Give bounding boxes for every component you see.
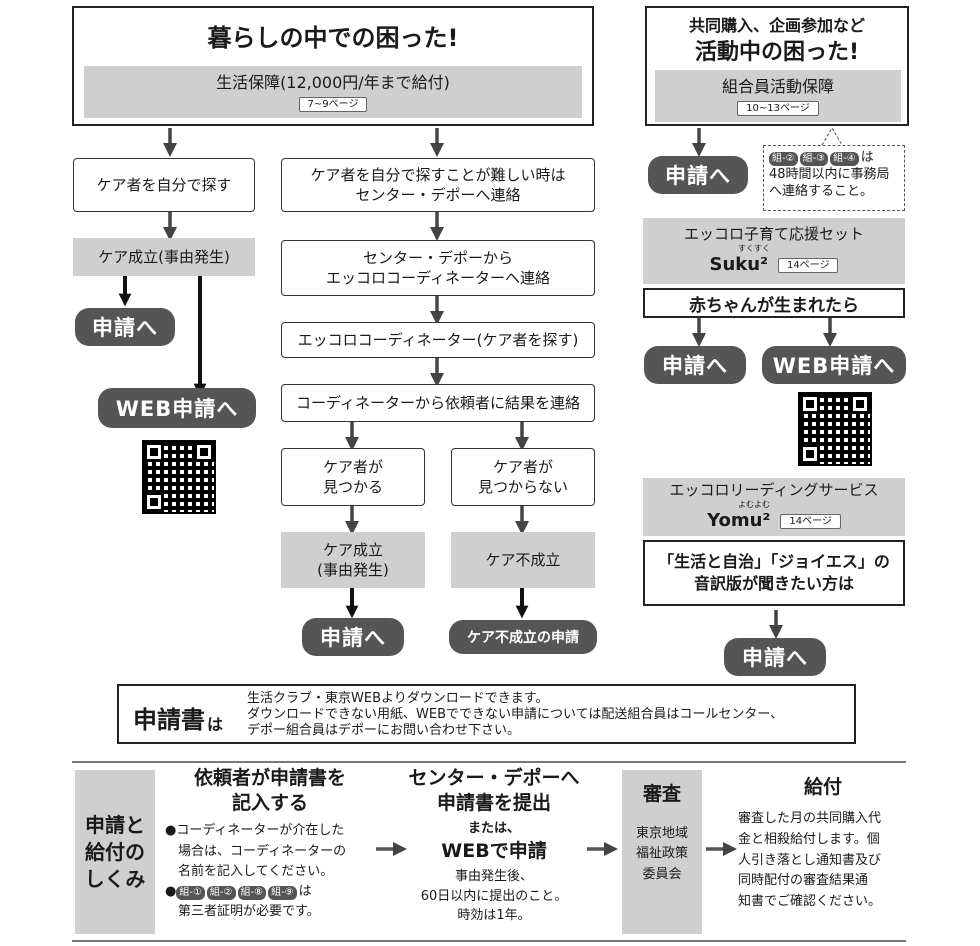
step2: センター・デポーへ 申請書を提出 または、 WEBで申請 事由発生後、 60日以…: [404, 766, 584, 936]
suku-band: エッコロ子育て応援セット すくすく Suku² 14ページ: [643, 218, 905, 284]
baby-box: 赤ちゃんが生まれたら: [643, 288, 905, 318]
step4: 給付 審査した月の共同購入代 金と相殺給付します。個 人引き落とし通知書及び 同…: [738, 772, 908, 936]
not-found-box: ケア者が 見つからない: [451, 448, 595, 506]
suku-pages: 14ページ: [777, 258, 839, 274]
step3: 審査 東京地域 福祉政策 委員会: [622, 770, 702, 934]
notice-text-2: 48時間以内に事務局 へ連絡すること。: [769, 166, 890, 199]
yomu-name: Yomu²: [707, 510, 771, 532]
form-label-suffix: は: [207, 715, 224, 734]
yomu-band: エッコロリーディングサービス よむよむ Yomu² 14ページ: [643, 478, 905, 536]
suku-title: エッコロ子育て応援セット: [683, 225, 864, 244]
web-apply-button-left[interactable]: WEB申請へ: [98, 388, 256, 428]
apply-button-left[interactable]: 申請へ: [75, 308, 175, 346]
self-search-box: ケア者を自分で探す: [73, 158, 255, 212]
suku-name: Suku²: [709, 254, 768, 276]
form-line-3: デポー組合員はデポーにお問い合わせ下さい。: [247, 723, 521, 738]
apply-button-right[interactable]: 申請へ: [648, 156, 748, 194]
yomu-title: エッコロリーディングサービス: [669, 481, 879, 500]
chip: 組-④: [830, 152, 859, 166]
apply-button-mid[interactable]: 申請へ: [302, 618, 404, 656]
chip: 組-⑨: [268, 885, 297, 900]
step2-or: または、: [467, 821, 520, 837]
step2-web: WEBで申請: [441, 840, 547, 863]
coord-report-box: コーディネーターから依頼者に結果を連絡: [281, 384, 595, 422]
left-support-band: 生活保障(12,000円/年まで給付) 7~9ページ: [84, 66, 582, 118]
right-support-text: 組合員活動保障: [721, 77, 834, 97]
chip: 組-②: [206, 885, 236, 900]
apply-ng-button[interactable]: ケア不成立の申請: [449, 620, 597, 654]
step1-bullet1: ●コーディネーターが介在した 場合は、コーディネーターの 名前を記入してください…: [165, 823, 347, 879]
step3-title: 審査: [642, 783, 681, 805]
care-ok-mid: ケア成立 (事由発生): [281, 532, 425, 588]
bullet-mark: ●: [165, 883, 177, 899]
care-ng-box: ケア不成立: [451, 532, 595, 588]
step1-b2a: は: [298, 883, 312, 899]
audio-box: 「生活と自治」「ジョイエス」の 音訳版が聞きたい方は: [643, 540, 905, 606]
yomu-pages: 14ページ: [780, 514, 841, 530]
right-support-band: 組合員活動保障 10~13ページ: [655, 70, 901, 122]
left-title: 暮らしの中での困った!: [207, 24, 459, 52]
left-support-text: 生活保障(12,000円/年まで給付): [216, 73, 450, 93]
flow-bottom-rule: [72, 940, 906, 942]
step2-note: 事由発生後、 60日以内に提出のこと。 時効は1年。: [420, 869, 568, 924]
form-lines: 生活クラブ・東京WEBよりダウンロードできます。 ダウンロードできない用紙、WE…: [247, 691, 783, 739]
left-support-pages: 7~9ページ: [298, 96, 368, 112]
step1-title: 依頼者が申請書を 記入する: [193, 767, 346, 814]
step4-body: 審査した月の共同購入代 金と相殺給付します。個 人引き落とし通知書及び 同時配付…: [738, 811, 882, 910]
chip: 組-②: [769, 152, 798, 166]
step1-b2b: 第三者証明が必要です。: [178, 903, 320, 919]
suku-ruby: すくすく: [738, 244, 770, 254]
chip: 組-⑧: [237, 885, 267, 900]
notice-text-1: は: [860, 150, 874, 165]
contact-coord-box: センター・デポーから エッコロコーディネーターへ連絡: [281, 240, 595, 296]
note-pointer: [821, 127, 843, 146]
flow-top-rule: [72, 761, 906, 763]
yomu-ruby: よむよむ: [738, 500, 770, 510]
right-heading-big: 活動中の困った!: [694, 40, 860, 65]
apply-button-audio[interactable]: 申請へ: [724, 638, 826, 676]
left-header-box: 暮らしの中での困った! 生活保障(12,000円/年まで給付) 7~9ページ: [72, 6, 594, 126]
found-box: ケア者が 見つかる: [281, 448, 425, 506]
flow-side-label: 申請と 給付の しくみ: [75, 770, 155, 934]
right-heading-small: 共同購入、企画参加など: [688, 16, 865, 35]
qr-code-left[interactable]: [142, 440, 216, 514]
care-ok-left: ケア成立(事由発生): [73, 238, 255, 276]
form-label-wrap: 申請書 は: [133, 700, 223, 735]
chip: 組-①: [176, 885, 205, 900]
step3-body: 東京地域 福祉政策 委員会: [635, 825, 688, 883]
web-apply-button-baby[interactable]: WEB申請へ: [762, 346, 906, 384]
step4-title: 給付: [803, 776, 842, 798]
right-support-pages: 10~13ページ: [737, 100, 819, 116]
apply-button-baby[interactable]: 申請へ: [644, 346, 746, 384]
qr-code-right[interactable]: [798, 392, 872, 466]
right-header-box: 共同購入、企画参加など 活動中の困った! 組合員活動保障 10~13ページ: [645, 6, 909, 126]
step2-title: センター・デポーへ 申請書を提出: [408, 767, 580, 814]
chip: 組-③: [799, 152, 829, 166]
coord-search-box: エッコロコーディネーター(ケア者を探す): [281, 322, 595, 358]
self-hard-box: ケア者を自分で探すことが難しい時は センター・デポーへ連絡: [281, 158, 595, 212]
step1: 依頼者が申請書を 記入する ●コーディネーターが介在した 場合は、コーディネータ…: [165, 766, 375, 936]
form-line-1: 生活クラブ・東京WEBよりダウンロードできます。: [247, 691, 549, 706]
form-label: 申請書: [133, 706, 205, 734]
form-box: 申請書 は 生活クラブ・東京WEBよりダウンロードできます。 ダウンロードできな…: [117, 684, 856, 744]
form-line-2: ダウンロードできない用紙、WEBでできない申請については配送組合員はコールセンタ…: [247, 707, 784, 722]
